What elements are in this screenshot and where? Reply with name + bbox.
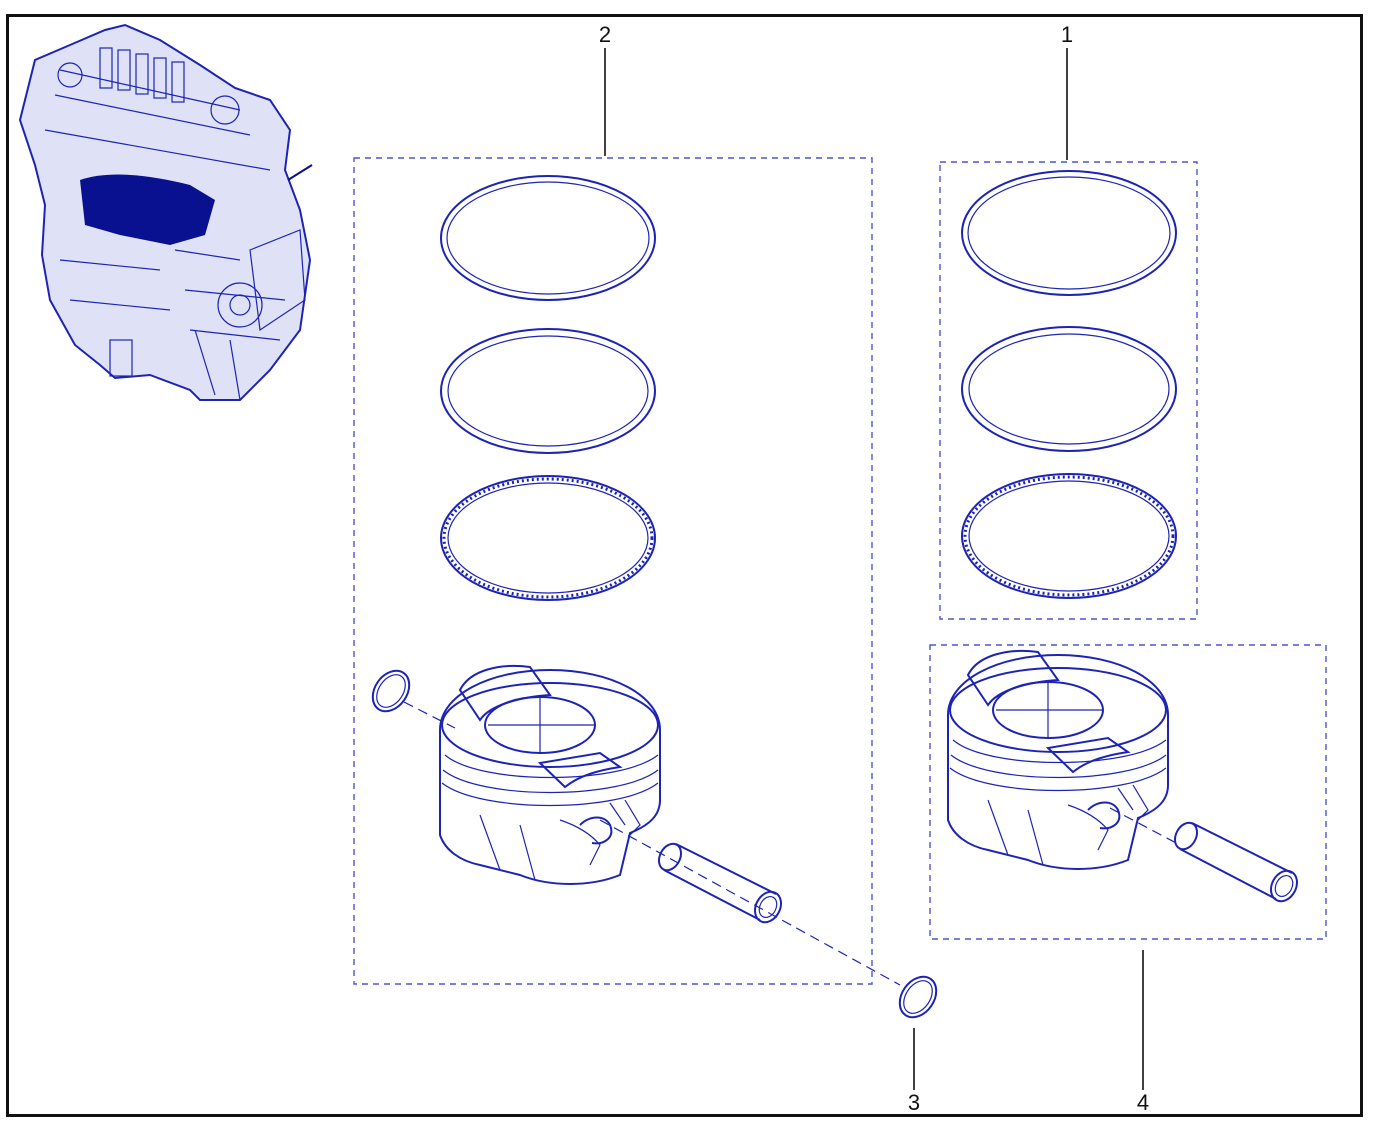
diagram-frame bbox=[6, 14, 1363, 1117]
ring-oil-right bbox=[960, 472, 1178, 600]
ring-oil-left bbox=[439, 474, 657, 602]
ring-mid-left bbox=[440, 328, 656, 454]
circlip-left-bottom bbox=[891, 968, 945, 1026]
callout-4: 4 bbox=[1137, 1090, 1149, 1115]
callout-3: 3 bbox=[908, 1090, 920, 1115]
engine-thumbnail bbox=[18, 23, 313, 401]
group-box-1 bbox=[939, 161, 1198, 620]
group-box-4 bbox=[929, 644, 1327, 940]
assembly-axis-right bbox=[1109, 807, 1181, 846]
ring-top-left bbox=[440, 175, 656, 301]
callout-2: 2 bbox=[599, 22, 611, 47]
ring-top-right bbox=[961, 170, 1177, 296]
circlip-left-top bbox=[364, 662, 418, 720]
assembly-axis-left bbox=[403, 701, 901, 986]
piston-left bbox=[439, 664, 661, 885]
callout-1: 1 bbox=[1061, 22, 1073, 47]
ring-mid-right bbox=[961, 326, 1177, 452]
piston-right bbox=[947, 649, 1169, 870]
piston-pin-right bbox=[1169, 817, 1304, 907]
group-box-2 bbox=[353, 157, 873, 985]
piston-pin-left bbox=[653, 838, 788, 928]
